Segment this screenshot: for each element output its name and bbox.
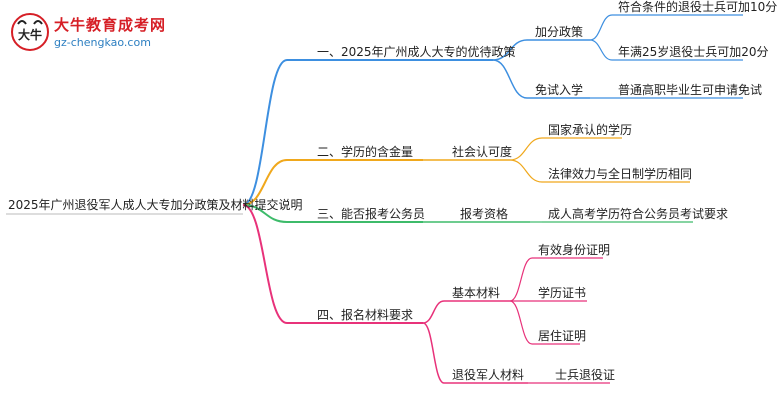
leaf-connector bbox=[509, 159, 543, 183]
sub-label[interactable]: 基本材料 bbox=[452, 286, 501, 300]
leaf-label[interactable]: 普通高职毕业生可申请免试 bbox=[618, 83, 763, 97]
logo-name: 大牛教育成考网 bbox=[54, 16, 167, 34]
leaf-connector bbox=[509, 300, 533, 345]
bull-logo-icon: 大牛 bbox=[11, 13, 49, 51]
root-node-label[interactable]: 2025年广州退役军人成人大专加分政策及材料提交说明 bbox=[8, 198, 303, 212]
sub-connector bbox=[422, 322, 445, 384]
branch-label[interactable]: 二、学历的含金量 bbox=[317, 145, 414, 159]
sub-connector bbox=[492, 59, 528, 99]
leaf-label[interactable]: 法律效力与全日制学历相同 bbox=[548, 167, 693, 181]
leaf-connector bbox=[509, 257, 533, 302]
leaf-label[interactable]: 国家承认的学历 bbox=[548, 123, 633, 137]
branch-label[interactable]: 四、报名材料要求 bbox=[317, 308, 414, 322]
leaf-label[interactable]: 有效身份证明 bbox=[538, 243, 611, 257]
leaf-label[interactable]: 居住证明 bbox=[538, 329, 587, 343]
leaf-label[interactable]: 符合条件的退役士兵可加10分 bbox=[618, 0, 777, 14]
sub-label[interactable]: 社会认可度 bbox=[452, 145, 513, 159]
mindmap-connectors bbox=[6, 14, 743, 384]
branch-connector bbox=[242, 204, 288, 324]
sub-connector bbox=[422, 300, 445, 324]
leaf-label[interactable]: 年满25岁退役士兵可加20分 bbox=[618, 45, 769, 59]
branch-connector bbox=[242, 204, 288, 223]
leaf-label[interactable]: 学历证书 bbox=[538, 286, 587, 300]
leaf-label[interactable]: 成人高考学历符合公务员考试要求 bbox=[548, 207, 729, 221]
site-logo[interactable]: 大牛 大牛教育成考网 gz-chengkao.com bbox=[10, 10, 200, 56]
branch-connector bbox=[242, 59, 288, 206]
leaf-connector bbox=[589, 14, 613, 41]
sub-label[interactable]: 加分政策 bbox=[535, 25, 584, 39]
branch-connector bbox=[242, 159, 288, 206]
sub-label[interactable]: 免试入学 bbox=[535, 83, 584, 97]
sub-label[interactable]: 退役军人材料 bbox=[452, 368, 525, 382]
leaf-label[interactable]: 士兵退役证 bbox=[555, 368, 616, 382]
logo-mark-text: 大牛 bbox=[18, 27, 42, 42]
leaf-connector bbox=[589, 39, 613, 61]
logo-url: gz-chengkao.com bbox=[54, 36, 151, 49]
branch-label[interactable]: 三、能否报考公务员 bbox=[317, 207, 426, 221]
branch-label[interactable]: 一、2025年广州成人大专的优待政策 bbox=[317, 45, 516, 59]
sub-label[interactable]: 报考资格 bbox=[460, 207, 509, 221]
leaf-connector bbox=[509, 137, 543, 161]
sub-connector bbox=[492, 39, 528, 61]
